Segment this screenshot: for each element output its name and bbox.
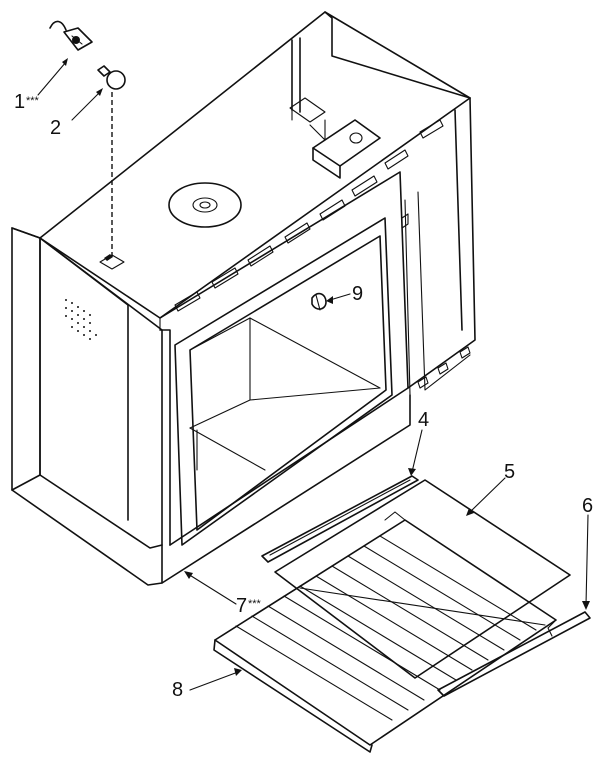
callout-4: 4: [418, 409, 429, 431]
lamp-socket-part: [49, 20, 93, 51]
callout-labels: 1 *** 2 4 5 6 7 *** 8 9: [14, 91, 593, 701]
callout-7: 7: [236, 595, 247, 617]
callout-5: 5: [504, 461, 515, 483]
callout-arrows: [37, 58, 590, 691]
callout-1: 1: [14, 91, 25, 113]
wire-rack-part-8: [213, 511, 557, 753]
vent-grille: [65, 299, 97, 340]
rail-part-6: [437, 611, 591, 697]
callout-7-suffix: ***: [248, 598, 262, 610]
callout-2: 2: [50, 117, 61, 139]
knob-part: [311, 292, 327, 311]
lamp-bulb-part: [97, 65, 126, 258]
callout-1-suffix: ***: [26, 95, 40, 107]
tray-part-5: [274, 479, 571, 679]
rail-part-4: [261, 475, 419, 563]
callout-9: 9: [352, 283, 363, 305]
callout-6: 6: [582, 495, 593, 517]
oven-housing: [11, 11, 476, 586]
callout-8: 8: [172, 679, 183, 701]
